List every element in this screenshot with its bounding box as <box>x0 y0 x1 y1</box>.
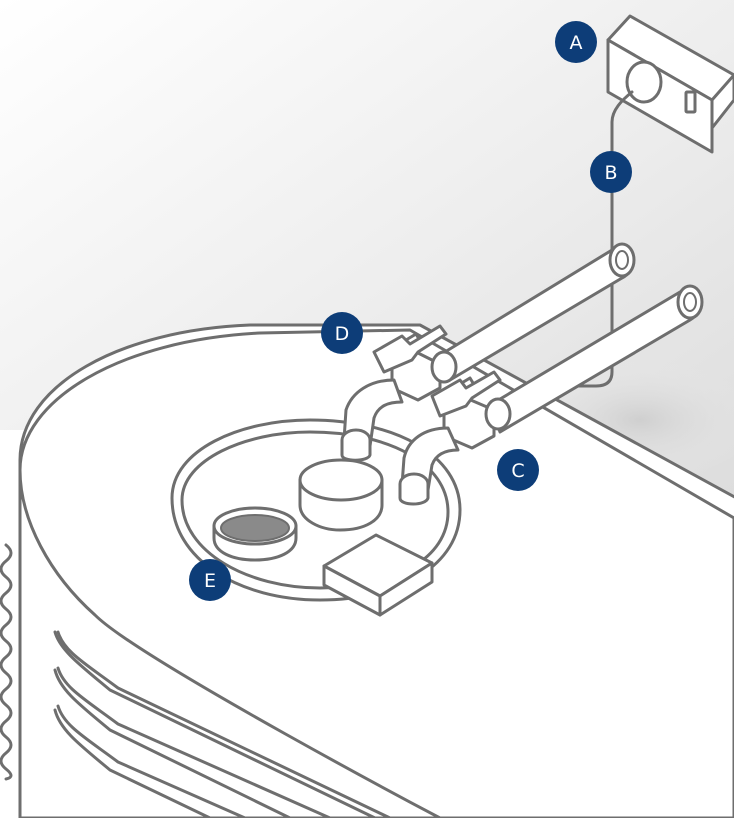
badge-b-label: B <box>604 162 617 184</box>
outlet-switch-icon <box>684 90 697 114</box>
badge-e-label: E <box>204 570 216 592</box>
electrical-cable <box>538 90 634 388</box>
badge-e-circle <box>189 559 231 601</box>
badge-a: A <box>555 21 597 63</box>
control-box <box>322 533 434 617</box>
outlet-socket-icon <box>625 60 663 104</box>
inlet-strainer <box>212 506 298 562</box>
tank-band-1 <box>56 630 392 818</box>
badge-b: B <box>590 151 632 193</box>
inlet-pipe <box>398 284 704 506</box>
badge-c-label: C <box>511 460 524 482</box>
badge-d-label: D <box>335 323 350 345</box>
badge-d-circle <box>321 312 363 354</box>
badge-c: C <box>497 449 539 491</box>
badge-a-label: A <box>570 32 583 54</box>
tank-band-2 <box>56 666 332 818</box>
power-outlet <box>606 14 734 154</box>
badge-b-circle <box>590 151 632 193</box>
tank-band-3 <box>56 704 247 818</box>
tank-corrugated-edge <box>0 543 13 781</box>
badge-d: D <box>321 312 363 354</box>
pump-cover <box>298 458 384 532</box>
badge-c-circle <box>497 449 539 491</box>
badge-a-circle <box>555 21 597 63</box>
outlet-pipe <box>340 242 636 462</box>
badge-e: E <box>189 559 231 601</box>
